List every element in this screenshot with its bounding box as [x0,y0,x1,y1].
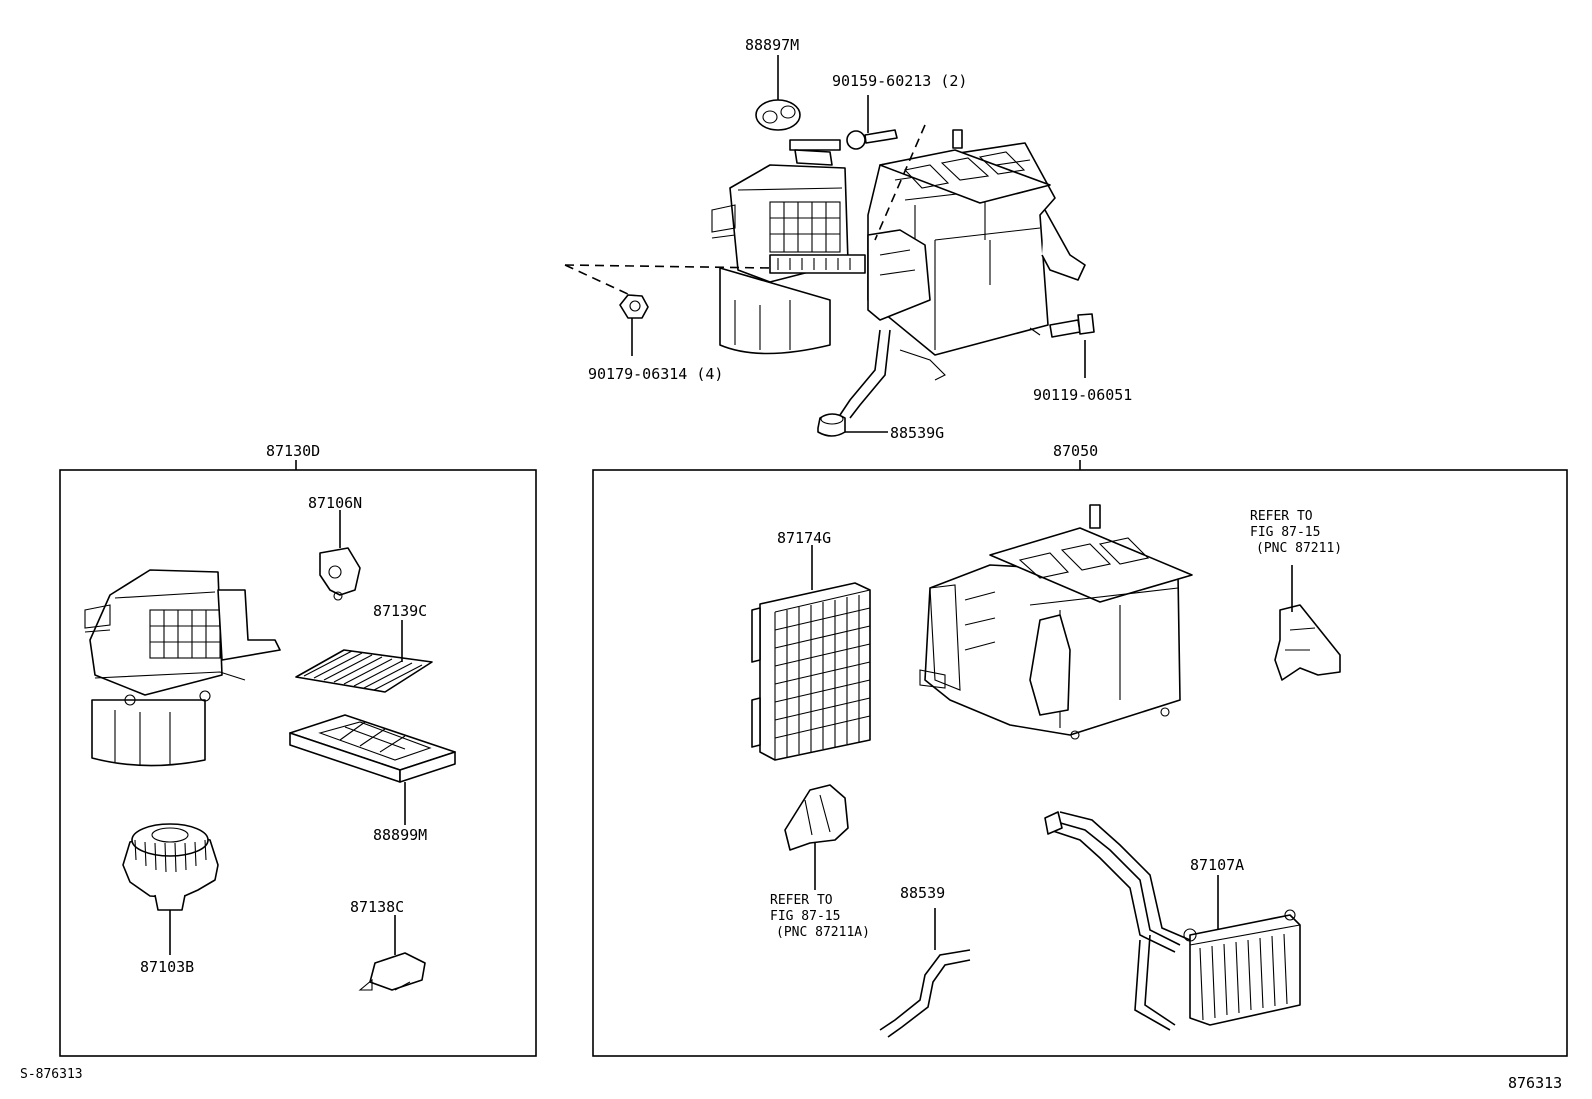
refer-note-2-line1: REFER TO [770,893,833,908]
label-90179-06314: 90179-06314 (4) [588,365,723,383]
label-87174g: 87174G [777,529,831,547]
duct-87211-icon [1274,604,1341,681]
servo-87106n-icon [319,547,361,601]
footer-code-left: S-876313 [20,1067,83,1082]
label-88539: 88539 [900,884,945,902]
refer-note-2-line2: FIG 87-15 [770,909,840,924]
bolt-90119-icon [1049,313,1095,338]
refer-note-1-line3: (PNC 87211) [1256,541,1342,556]
label-87050: 87050 [1053,442,1098,460]
label-87138c: 87138C [350,898,404,916]
blower-motor-87103b-icon [122,823,219,911]
label-88899m: 88899M [373,826,427,844]
label-87107a: 87107A [1190,856,1244,874]
label-87130d: 87130D [266,442,320,460]
refer-note-2-line3: (PNC 87211A) [776,925,870,940]
label-90119-06051: 90119-06051 [1033,386,1132,404]
label-90159-60213: 90159-60213 (2) [832,72,967,90]
top-heater-assembly [711,129,1086,419]
label-88539g: 88539G [890,424,944,442]
footer-code-right: 876313 [1508,1074,1562,1092]
label-88897m: 88897M [745,36,799,54]
nut-90179-icon [619,294,649,319]
label-87139c: 87139C [373,602,427,620]
label-87106n: 87106N [308,494,362,512]
grommet-88897m-icon [755,99,801,131]
duct-87211a-icon [784,784,849,851]
resistor-87138c-icon [358,952,426,991]
filter-87139c-icon [295,649,433,693]
heater-case-87050-icon [919,504,1193,740]
label-87103b: 87103B [140,958,194,976]
blower-unit-icon [84,569,281,767]
heater-core-87107a-icon [1044,811,1301,1031]
screw-90159-icon [846,129,898,150]
box-87050 [592,469,1568,1057]
grommet-88539g-icon [817,413,846,437]
hose-88539-icon [879,949,971,1038]
box-87130d [59,469,537,1057]
refer-note-1-line2: FIG 87-15 [1250,525,1320,540]
evaporator-87174g-icon [751,582,871,761]
refer-note-1-line1: REFER TO [1250,509,1313,524]
filter-case-88899m-icon [289,714,456,783]
